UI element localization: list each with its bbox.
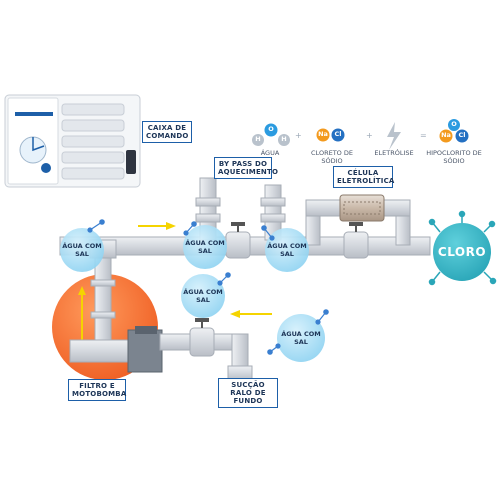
legend-salt-text: CLORETO DE SÓDIO <box>311 149 353 165</box>
bubble-text-1: ÁGUA COM SAL <box>62 242 102 258</box>
atom-na-2: Na <box>441 131 451 139</box>
cloro-text: CLORO <box>437 245 487 259</box>
legend-electrolysis-text: ELETRÓLISE <box>374 149 414 157</box>
atom-h-1: H <box>255 135 261 143</box>
pump-body <box>69 339 131 363</box>
bubble-text-5: ÁGUA COM SAL <box>281 330 321 346</box>
cloro-bubble <box>428 210 497 286</box>
water-bubble-4 <box>181 274 225 318</box>
flow-arrow-bypass <box>138 222 176 230</box>
legend-plus-2: + <box>366 131 373 140</box>
bubble-text-2: ÁGUA COM SAL <box>185 239 225 255</box>
control-box <box>4 94 141 188</box>
legend-hypochlorite-molecule <box>439 119 469 143</box>
bubble-text-3: ÁGUA COM SAL <box>267 242 307 258</box>
water-bubble-5 <box>277 314 325 362</box>
legend-equals: = <box>420 131 427 140</box>
cell-valve <box>343 231 369 259</box>
power-icon <box>41 163 51 173</box>
label-celula: CÉLULA ELETROLÍTICA <box>333 166 394 188</box>
water-bubble-2 <box>183 225 227 269</box>
water-bubble-3 <box>265 228 309 272</box>
legend-hypochlorite-text: HIPOCLORITO DE SÓDIO <box>426 149 482 165</box>
legend-water-text: ÁGUA <box>260 149 280 157</box>
label-succao: SUCÇÃO RALO DE FUNDO <box>218 378 278 408</box>
suction-valve <box>189 327 215 357</box>
atom-cl-2: Cl <box>458 131 466 139</box>
legend-salt-molecule <box>316 128 345 142</box>
label-caixa-de-comando: CAIXA DE COMANDO <box>142 121 192 143</box>
electrolytic-cell <box>339 194 385 222</box>
lightning-icon <box>387 122 401 150</box>
control-box-connector <box>126 150 136 174</box>
bubble-text-4: ÁGUA COM SAL <box>183 288 223 304</box>
label-by-pass: BY PASS DO AQUECIMENTO <box>214 157 278 179</box>
atom-h-2: H <box>281 135 287 143</box>
legend-plus-1: + <box>295 131 302 140</box>
atom-na: Na <box>318 130 328 138</box>
legend-water-molecule <box>252 123 290 146</box>
salt-molecule-icon <box>87 219 329 355</box>
atom-o: O <box>268 125 274 133</box>
water-bubble-1 <box>60 228 104 272</box>
label-filtro: FILTRO E MOTOBOMBA <box>68 379 126 401</box>
pump-motor <box>127 329 163 373</box>
atom-o-2: O <box>451 120 457 128</box>
flow-arrow-suction <box>230 310 272 318</box>
brand-logo <box>15 112 53 116</box>
atom-cl: Cl <box>334 130 342 138</box>
